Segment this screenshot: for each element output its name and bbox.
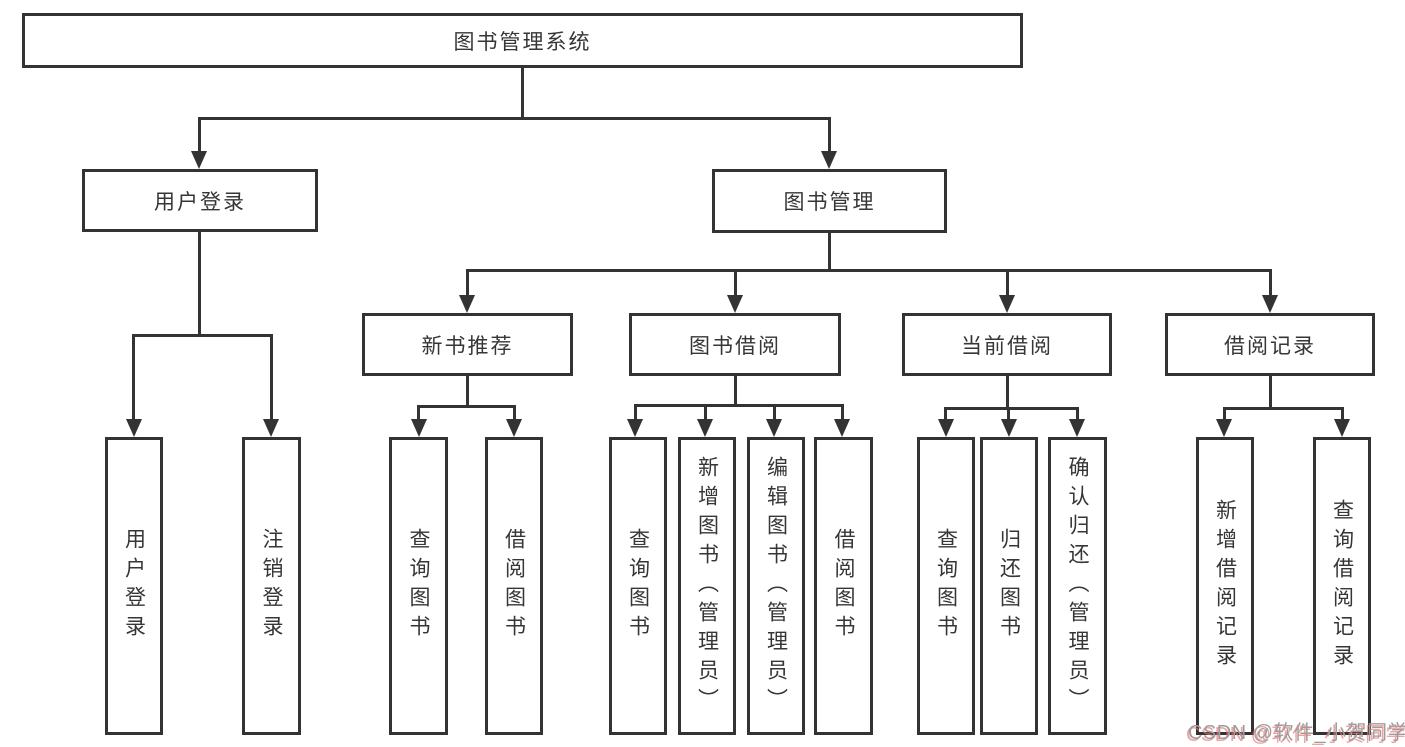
node-borrowing-records: 借阅记录	[1165, 313, 1375, 376]
connector-line	[513, 405, 516, 421]
arrow-down-icon	[1262, 295, 1278, 313]
connector-line	[944, 407, 1079, 410]
connector-line	[1269, 269, 1272, 297]
leaf-query-books-current: 查询图书	[917, 437, 975, 735]
connector-line	[466, 269, 1272, 272]
arrow-down-icon	[263, 419, 279, 437]
arrow-down-icon	[999, 295, 1015, 313]
arrow-down-icon	[821, 151, 837, 169]
arrow-down-icon	[1334, 419, 1350, 437]
arrow-down-icon	[459, 295, 475, 313]
leaf-query-books-borrowing: 查询图书	[609, 437, 667, 735]
leaf-label: 归还图书	[997, 528, 1021, 644]
connector-line	[466, 376, 469, 408]
leaf-label: 借阅图书	[832, 528, 855, 644]
leaf-label: 新增图书（管理员）	[695, 455, 719, 717]
csdn-watermark: CSDN @软件_小贺同学	[1188, 722, 1405, 744]
node-label: 用户登录	[154, 190, 246, 214]
arrow-down-icon	[1069, 419, 1085, 437]
arrow-down-icon	[834, 419, 850, 437]
connector-line	[466, 269, 469, 297]
leaf-borrow-books-recommend: 借阅图书	[485, 437, 543, 735]
leaf-add-borrow-record: 新增借阅记录	[1196, 437, 1254, 735]
leaf-edit-books-admin: 编辑图书（管理员）	[747, 437, 805, 735]
node-label: 借阅记录	[1224, 334, 1316, 358]
connector-line	[521, 66, 524, 118]
connector-line	[198, 117, 201, 153]
node-library-system: 图书管理系统	[22, 13, 1023, 68]
arrow-down-icon	[938, 419, 954, 437]
connector-line	[1223, 407, 1226, 421]
connector-line	[1006, 269, 1009, 297]
leaf-label: 查询借阅记录	[1330, 499, 1354, 673]
connector-line	[734, 376, 737, 407]
connector-line	[634, 404, 844, 407]
node-new-book-recommend: 新书推荐	[362, 313, 573, 376]
leaf-label: 确认归还（管理员）	[1066, 455, 1089, 717]
leaf-label: 用户登录	[122, 528, 146, 644]
arrow-down-icon	[697, 419, 713, 437]
node-label: 当前借阅	[961, 334, 1053, 358]
leaf-label: 查询图书	[626, 528, 650, 644]
node-label: 图书借阅	[689, 334, 781, 358]
node-book-management: 图书管理	[712, 169, 947, 233]
leaf-label: 编辑图书（管理员）	[764, 455, 788, 717]
connector-line	[1223, 407, 1344, 410]
leaf-label: 查询图书	[407, 528, 430, 644]
arrow-down-icon	[627, 419, 643, 437]
node-current-borrowing: 当前借阅	[902, 313, 1112, 376]
connector-line	[828, 117, 831, 153]
connector-line	[417, 405, 516, 408]
arrow-down-icon	[126, 419, 142, 437]
connector-line	[944, 407, 947, 421]
leaf-user-login: 用户登录	[105, 437, 163, 735]
leaf-label: 新增借阅记录	[1213, 499, 1237, 673]
connector-line	[1076, 407, 1079, 421]
leaf-label: 借阅图书	[502, 528, 526, 644]
leaf-logout: 注销登录	[242, 437, 301, 735]
arrow-down-icon	[411, 419, 427, 437]
arrow-down-icon	[727, 295, 743, 313]
connector-line	[773, 404, 776, 421]
arrow-down-icon	[1001, 419, 1017, 437]
node-label: 图书管理	[783, 191, 876, 214]
node-label: 新书推荐	[421, 334, 514, 358]
connector-line	[828, 233, 831, 272]
arrow-down-icon	[1216, 419, 1232, 437]
arrow-down-icon	[506, 419, 522, 437]
leaf-return-books: 归还图书	[980, 437, 1038, 735]
leaf-borrow-books: 借阅图书	[814, 437, 873, 735]
leaf-confirm-return-admin: 确认归还（管理员）	[1048, 437, 1107, 735]
arrow-down-icon	[766, 419, 782, 437]
node-user-login: 用户登录	[82, 169, 318, 232]
leaf-query-borrow-record: 查询借阅记录	[1313, 437, 1371, 735]
connector-line	[417, 405, 420, 421]
connector-line	[132, 334, 135, 420]
connector-line	[704, 404, 707, 421]
connector-line	[1007, 407, 1010, 421]
leaf-query-books-recommend: 查询图书	[389, 437, 448, 735]
connector-line	[132, 334, 273, 337]
connector-line	[841, 404, 844, 421]
connector-line	[198, 117, 831, 120]
connector-line	[1269, 376, 1272, 410]
leaf-add-books-admin: 新增图书（管理员）	[678, 437, 736, 735]
node-book-borrowing: 图书借阅	[629, 313, 841, 376]
leaf-label: 注销登录	[260, 528, 283, 644]
connector-line	[734, 269, 737, 297]
connector-line	[270, 334, 273, 420]
connector-line	[634, 404, 637, 421]
node-label: 图书管理系统	[453, 30, 592, 54]
connector-line	[198, 232, 201, 336]
leaf-label: 查询图书	[934, 528, 958, 644]
connector-line	[1006, 376, 1009, 410]
arrow-down-icon	[191, 151, 207, 169]
connector-line	[1341, 407, 1344, 421]
